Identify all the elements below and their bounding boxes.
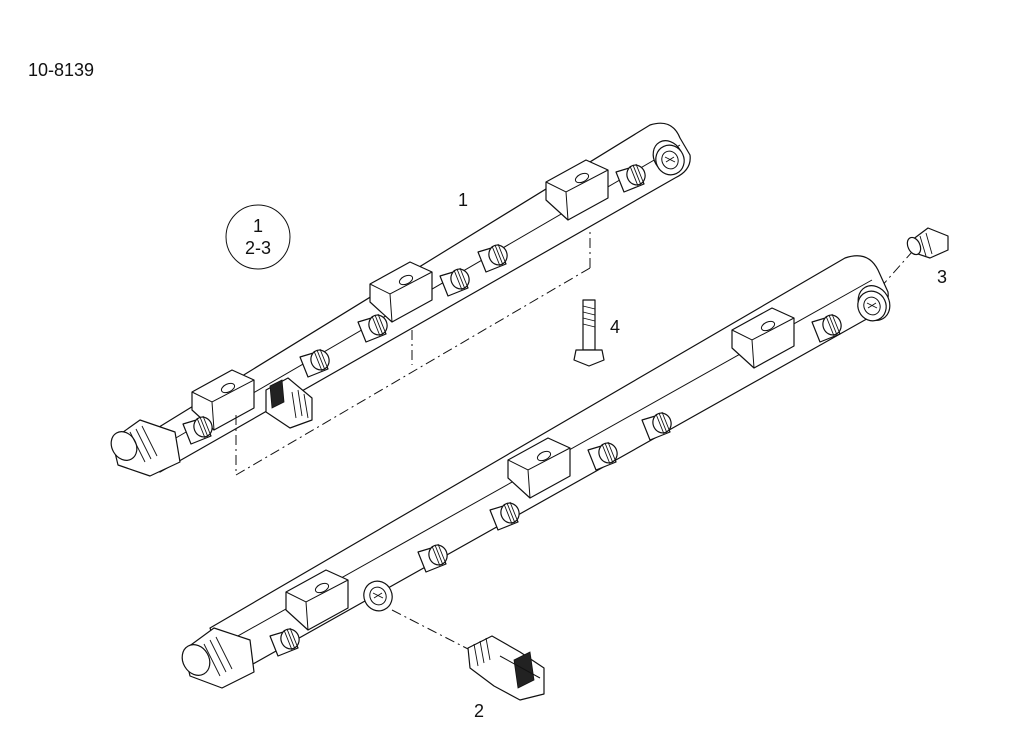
mounting-bolt <box>573 299 605 367</box>
leader-line-sensor <box>391 609 471 651</box>
figure-ref-number: 10-8139 <box>28 60 94 80</box>
badge-line-1: 1 <box>253 216 263 236</box>
upper-fuel-rail <box>110 122 691 477</box>
badge-circle <box>225 204 291 270</box>
end-plug <box>906 227 949 259</box>
callout-3: 3 <box>937 267 947 287</box>
fuel-pressure-sensor <box>467 635 545 701</box>
badge-line-2: 2-3 <box>245 238 271 258</box>
callout-4: 4 <box>610 317 620 337</box>
upper-pressure-sensor <box>265 377 313 429</box>
callout-2: 2 <box>474 701 484 721</box>
callout-badge: 1 2-3 <box>225 204 291 270</box>
lower-fuel-rail <box>181 255 892 689</box>
leader-line-rail-mount <box>235 267 591 476</box>
callout-1: 1 <box>458 190 468 210</box>
leader-line-plug <box>879 251 913 289</box>
